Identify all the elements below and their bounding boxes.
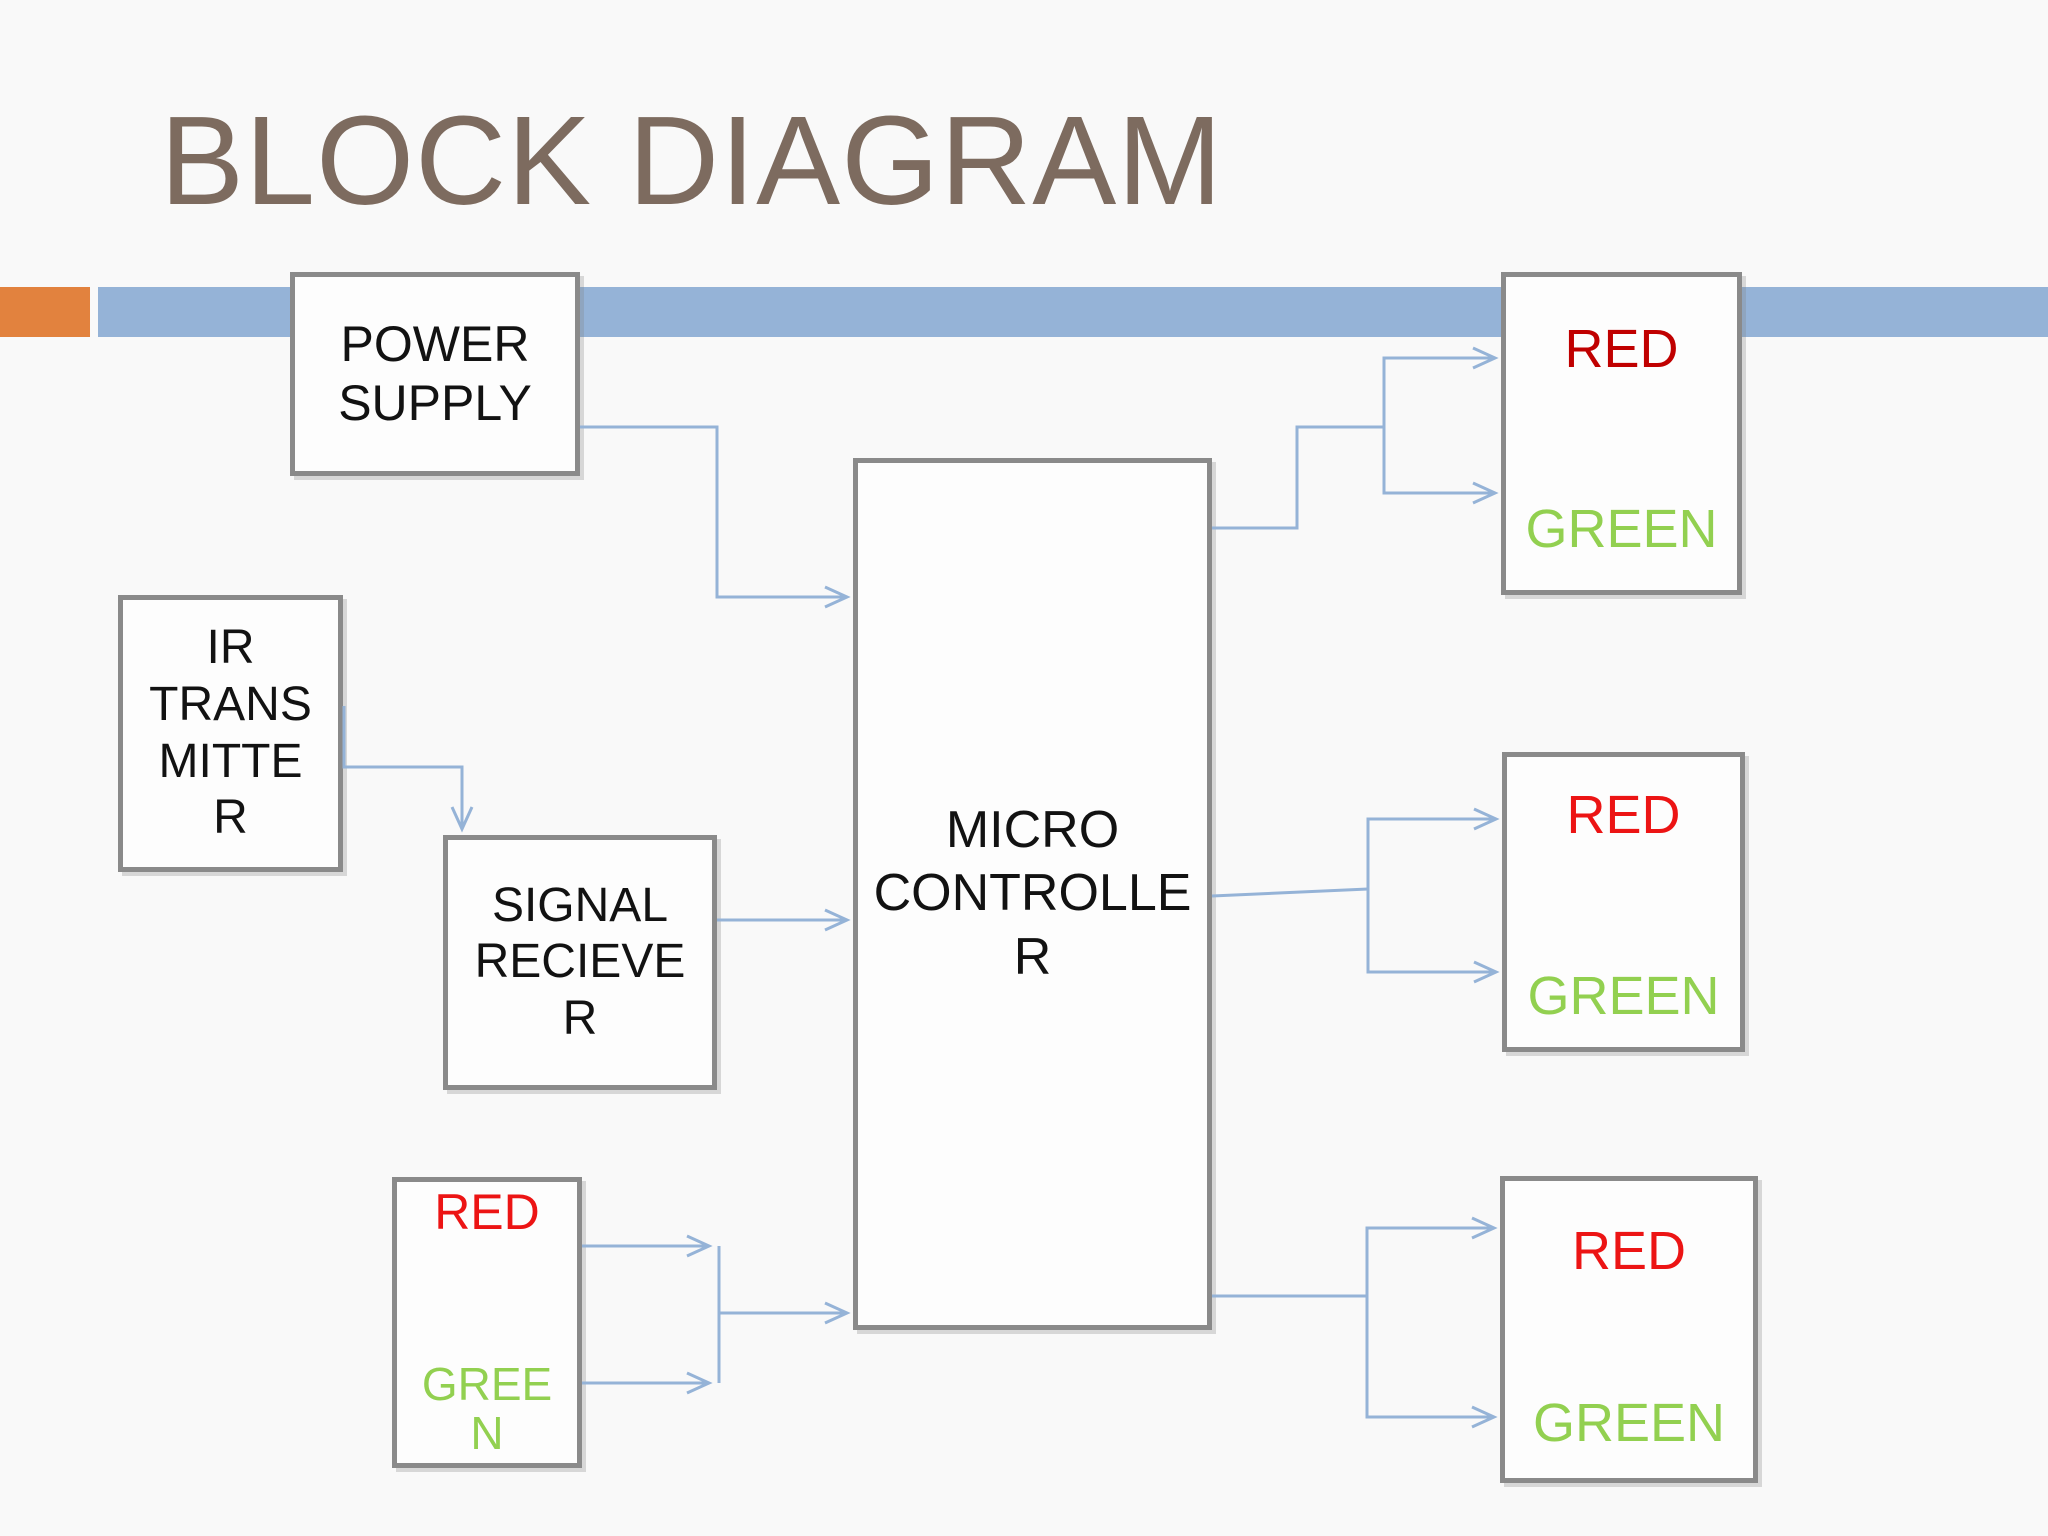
node-signal-receiver[interactable]: SIGNAL RECIEVE R [443,835,717,1090]
node-led-left[interactable]: RED GREE N [392,1177,582,1468]
node-ir-transmitter[interactable]: IR TRANS MITTE R [118,595,343,872]
ir-transmitter-label: IR TRANS MITTE R [149,621,312,845]
node-led-top-right[interactable]: RED GREEN [1501,272,1742,595]
node-microcontroller[interactable]: MICRO CONTROLLE R [853,458,1212,1330]
edge-micro-to-ledmid-red [1366,807,1500,889]
led-left-red-label: RED [434,1184,540,1240]
led-top-right-red-label: RED [1564,319,1679,379]
led-bottom-right-red-label: RED [1571,1221,1686,1281]
led-middle-right-green-label: GREEN [1527,966,1720,1027]
node-led-bottom-right[interactable]: RED GREEN [1500,1176,1758,1483]
edge-micro-to-ledtop-trunk [1212,425,1384,530]
signal-receiver-label: SIGNAL RECIEVE R [474,878,686,1045]
led-middle-right-red-label: RED [1566,785,1681,845]
node-led-middle-right[interactable]: RED GREEN [1502,752,1745,1052]
led-top-right-green-label: GREEN [1525,499,1718,560]
orange-accent-bar [0,287,90,337]
page-title: BLOCK DIAGRAM [160,90,1224,231]
edge-micro-to-ledmid-green [1366,889,1500,984]
edge-micro-to-ledbot-red [1365,1216,1498,1296]
power-supply-label: POWER SUPPLY [338,316,532,431]
microcontroller-label: MICRO CONTROLLE R [873,800,1192,986]
led-left-green-label: GREE N [421,1358,553,1459]
node-power-supply[interactable]: POWER SUPPLY [290,272,580,476]
edge-micro-to-ledmid-trunk [1211,887,1369,898]
led-bottom-right-green-label: GREEN [1532,1393,1726,1454]
edge-micro-to-ledtop-green [1382,427,1499,505]
edge-ir-to-signal [342,706,474,833]
edge-micro-to-ledbot-green [1365,1296,1498,1429]
edge-micro-to-ledtop-red [1382,346,1499,427]
edge-power-to-micro [580,425,851,609]
